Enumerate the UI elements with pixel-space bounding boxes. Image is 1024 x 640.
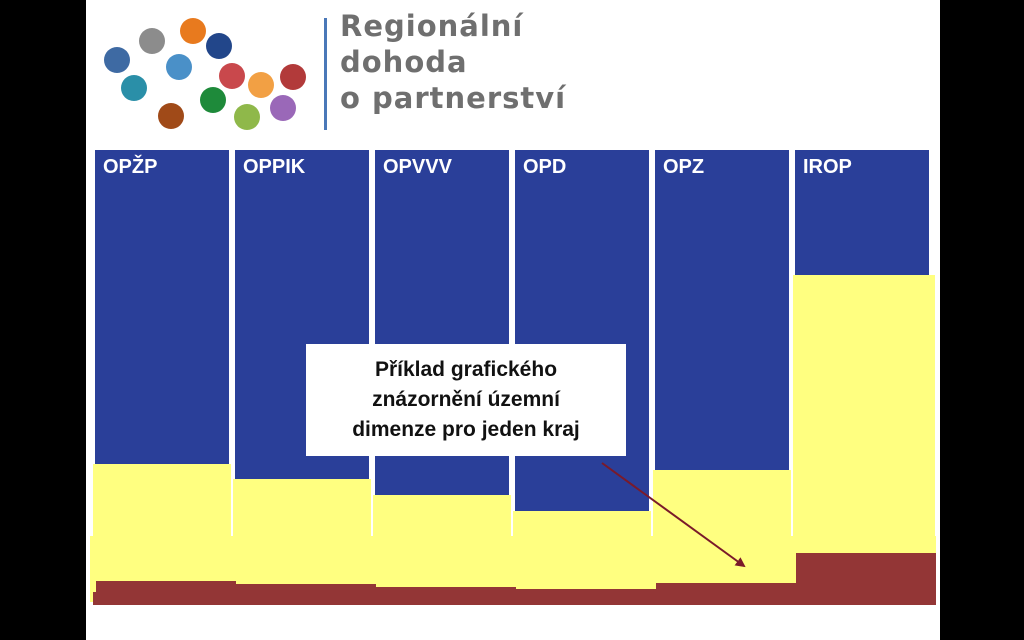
logo: Regionální dohoda o partnerství xyxy=(86,0,940,140)
logo-dot xyxy=(270,95,296,121)
logo-dot xyxy=(139,28,165,54)
title-line-2: dohoda xyxy=(340,45,468,79)
logo-divider xyxy=(324,18,327,130)
logo-dot xyxy=(180,18,206,44)
yellow-block-opzp xyxy=(93,464,231,544)
yellow-block-opz xyxy=(653,470,791,550)
column-label: OPPIK xyxy=(243,156,306,178)
logo-dot xyxy=(158,103,184,129)
column-label: IROP xyxy=(803,156,852,178)
yellow-block-irop xyxy=(793,275,935,555)
arrow-icon xyxy=(601,462,746,568)
logo-dot xyxy=(104,47,130,73)
logo-dot xyxy=(219,63,245,89)
logo-dot xyxy=(280,64,306,90)
logo-dot xyxy=(166,54,192,80)
column-label: OPVVV xyxy=(383,156,452,178)
logo-dot xyxy=(248,72,274,98)
callout-box: Příklad grafického znázornění územní dim… xyxy=(306,344,626,456)
brown-base xyxy=(93,592,936,605)
yellow-block-opd xyxy=(513,511,651,561)
logo-dot xyxy=(206,33,232,59)
logo-dot xyxy=(234,104,260,130)
column-label: OPD xyxy=(523,156,567,178)
logo-dot xyxy=(121,75,147,101)
title-line-1: Regionální xyxy=(340,9,524,43)
yellow-block-opvvv xyxy=(373,495,511,555)
slide: Regionální dohoda o partnerství OPŽP OPP… xyxy=(86,0,940,640)
page-title: Regionální dohoda o partnerství xyxy=(340,8,566,116)
title-line-3: o partnerství xyxy=(340,81,567,115)
yellow-block-oppik xyxy=(233,479,371,549)
column-label: OPŽP xyxy=(103,156,158,178)
callout-text: Příklad grafického znázornění územní dim… xyxy=(352,358,580,441)
column-label: OPZ xyxy=(663,156,705,178)
logo-dot xyxy=(200,87,226,113)
